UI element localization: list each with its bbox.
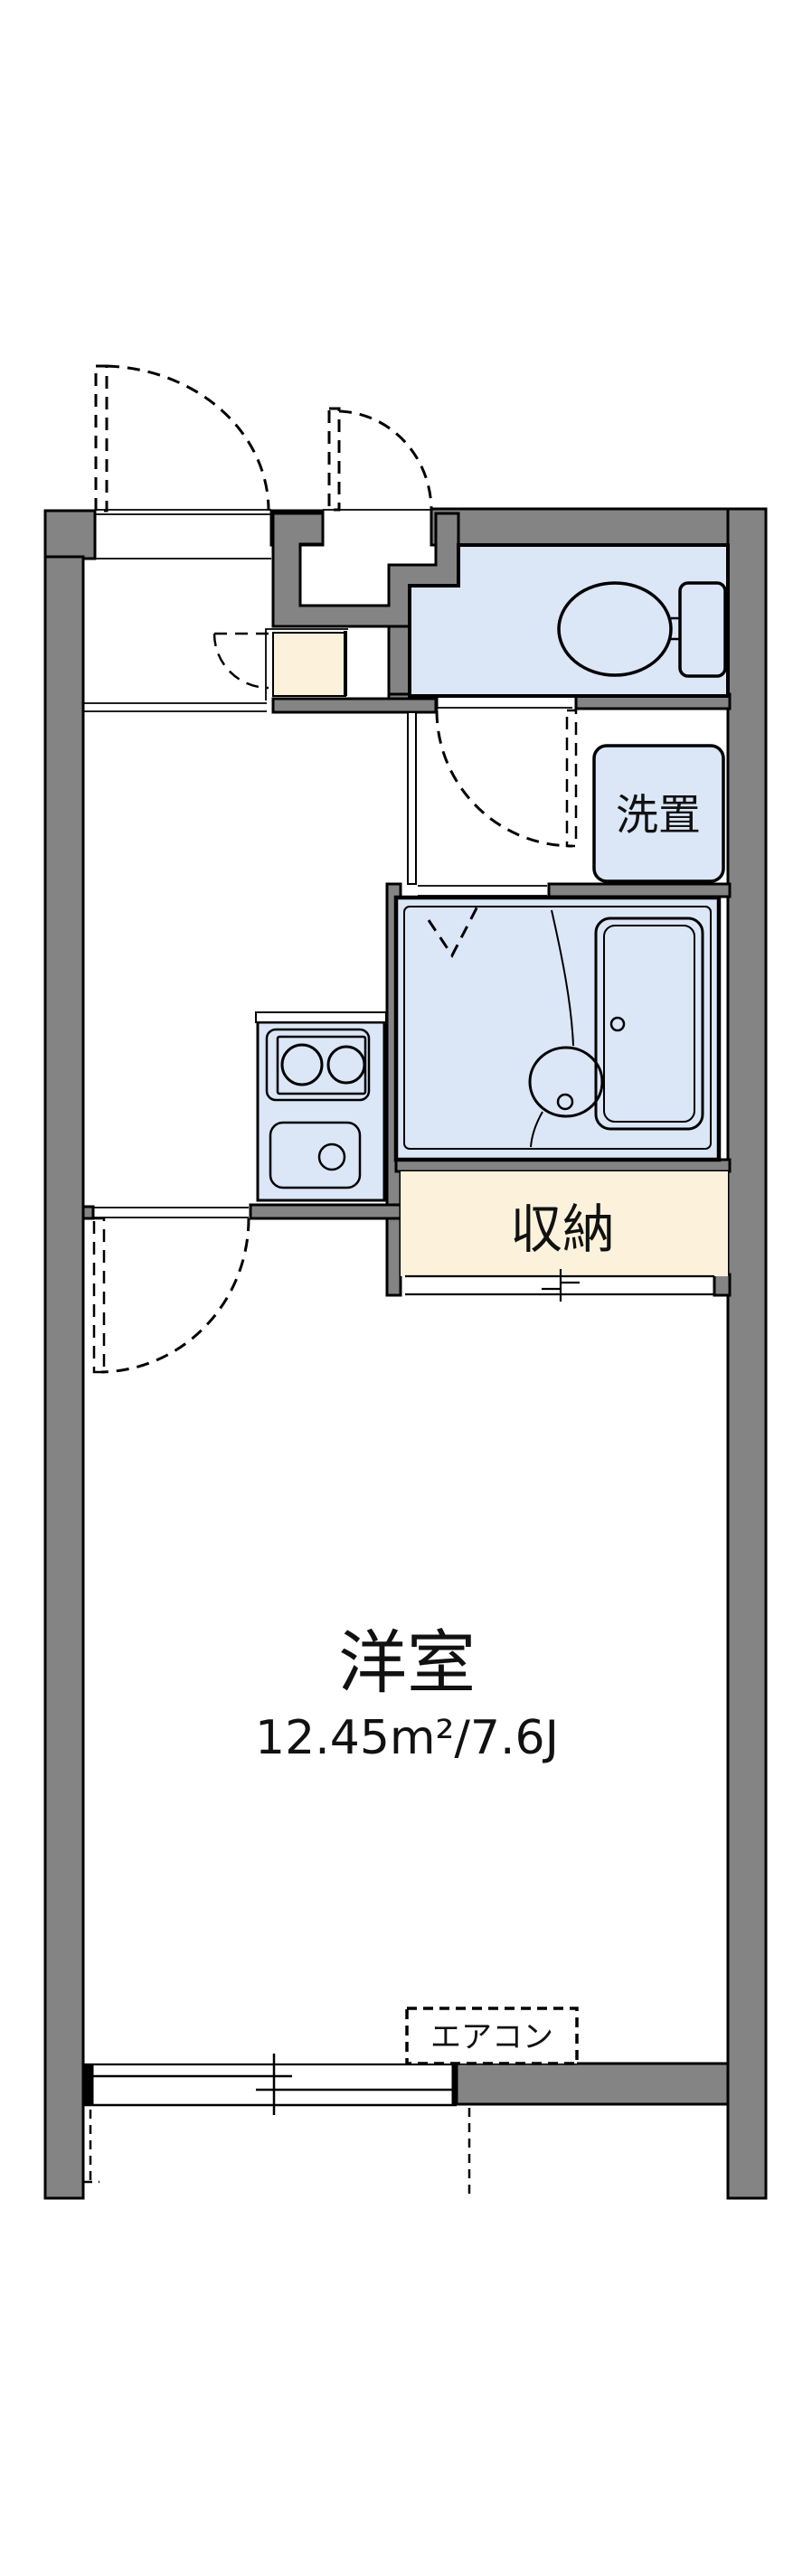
wall-top-left-block [43, 509, 97, 560]
shower-screen-curve [551, 909, 574, 1047]
storage-sliding-door-ticks [542, 1269, 580, 1302]
labels-group: 洋室 12.45m²/7.6J 収納 洗置 エアコン [255, 791, 701, 2055]
toilet-door-opening-lines [437, 694, 572, 709]
fixture-lines-group [255, 616, 712, 1189]
kitchen-counter-edge [255, 1011, 387, 1023]
kitchen-floor-boundary-lines [83, 702, 267, 712]
shower-drain-hole-icon [556, 1093, 574, 1111]
aircon-label: エアコン [430, 2019, 553, 2055]
washer-space-box [592, 744, 725, 883]
window-jamb-left [82, 2064, 94, 2106]
bathtub-inner-line [603, 925, 695, 1123]
wall-bottom-bar [455, 2062, 730, 2106]
toilet-door-leaf [565, 709, 578, 848]
toilet-door-swing-arc [435, 710, 573, 848]
wall-washroom-bottom [547, 882, 732, 898]
storage-group [272, 632, 728, 1276]
wall-right [726, 507, 768, 2200]
genkan-box-outer-line [265, 628, 348, 700]
wall-room-door-stub [81, 1205, 95, 1220]
genkan-storage-door-arc [212, 633, 269, 690]
kitchen-washroom-partition [407, 711, 417, 885]
thin-lines-group [82, 509, 714, 2115]
wall-left [43, 555, 85, 2200]
room-door-swing-arc [100, 1217, 250, 1374]
meterbox-door-swing-arc [338, 409, 433, 510]
wall-storage-bottom-stub [713, 1273, 732, 1297]
wall-hall-bottom [271, 697, 438, 714]
window-jamb-right [451, 2064, 458, 2106]
bath-folding-door [427, 904, 480, 958]
kitchen-sink-icon [269, 1121, 362, 1189]
shower-screen-curve-lower [530, 1111, 543, 1148]
room-door-leaf [92, 1217, 106, 1374]
aircon-box [405, 2007, 579, 2065]
toilet-tank-icon [678, 581, 727, 678]
bath-door-opening-lines [418, 885, 547, 897]
room-area-label: 12.45m²/7.6J [255, 1711, 559, 1765]
dashed-group [83, 364, 578, 2195]
sink-faucet-icon [317, 1142, 346, 1171]
fixtures-blue-group [256, 543, 730, 1202]
shower-drain-icon [528, 1046, 604, 1118]
wall-top-segment-b [430, 507, 730, 547]
stove-burner-left-icon [280, 1043, 324, 1086]
kitchen-counter [256, 1020, 386, 1202]
entrance-door-swing-arc [106, 364, 270, 512]
entrance-threshold-lines [95, 509, 271, 515]
stove-outer [265, 1028, 371, 1102]
toilet-neck-lines [671, 616, 680, 641]
meterbox-door-leaf [327, 407, 341, 512]
balcony-edge-left [83, 2110, 99, 2184]
room-label: 洋室 [338, 1622, 476, 1703]
entrance-door-leaf [94, 364, 109, 512]
bathroom-inner-line [403, 906, 712, 1150]
storage-label: 収納 [510, 1199, 615, 1260]
toilet-bowl-icon [557, 581, 673, 677]
bathtub-drain-knob-icon [609, 1016, 626, 1032]
genkan-storage-box [272, 632, 346, 697]
storage-closet-area [401, 1171, 728, 1276]
wall-kitchen-bottom [249, 1203, 402, 1220]
stove-burner-right-icon [326, 1045, 366, 1085]
washer-label: 洗置 [616, 791, 701, 841]
room-door-opening-lines [93, 1207, 249, 1218]
bathtub-icon [594, 917, 704, 1131]
